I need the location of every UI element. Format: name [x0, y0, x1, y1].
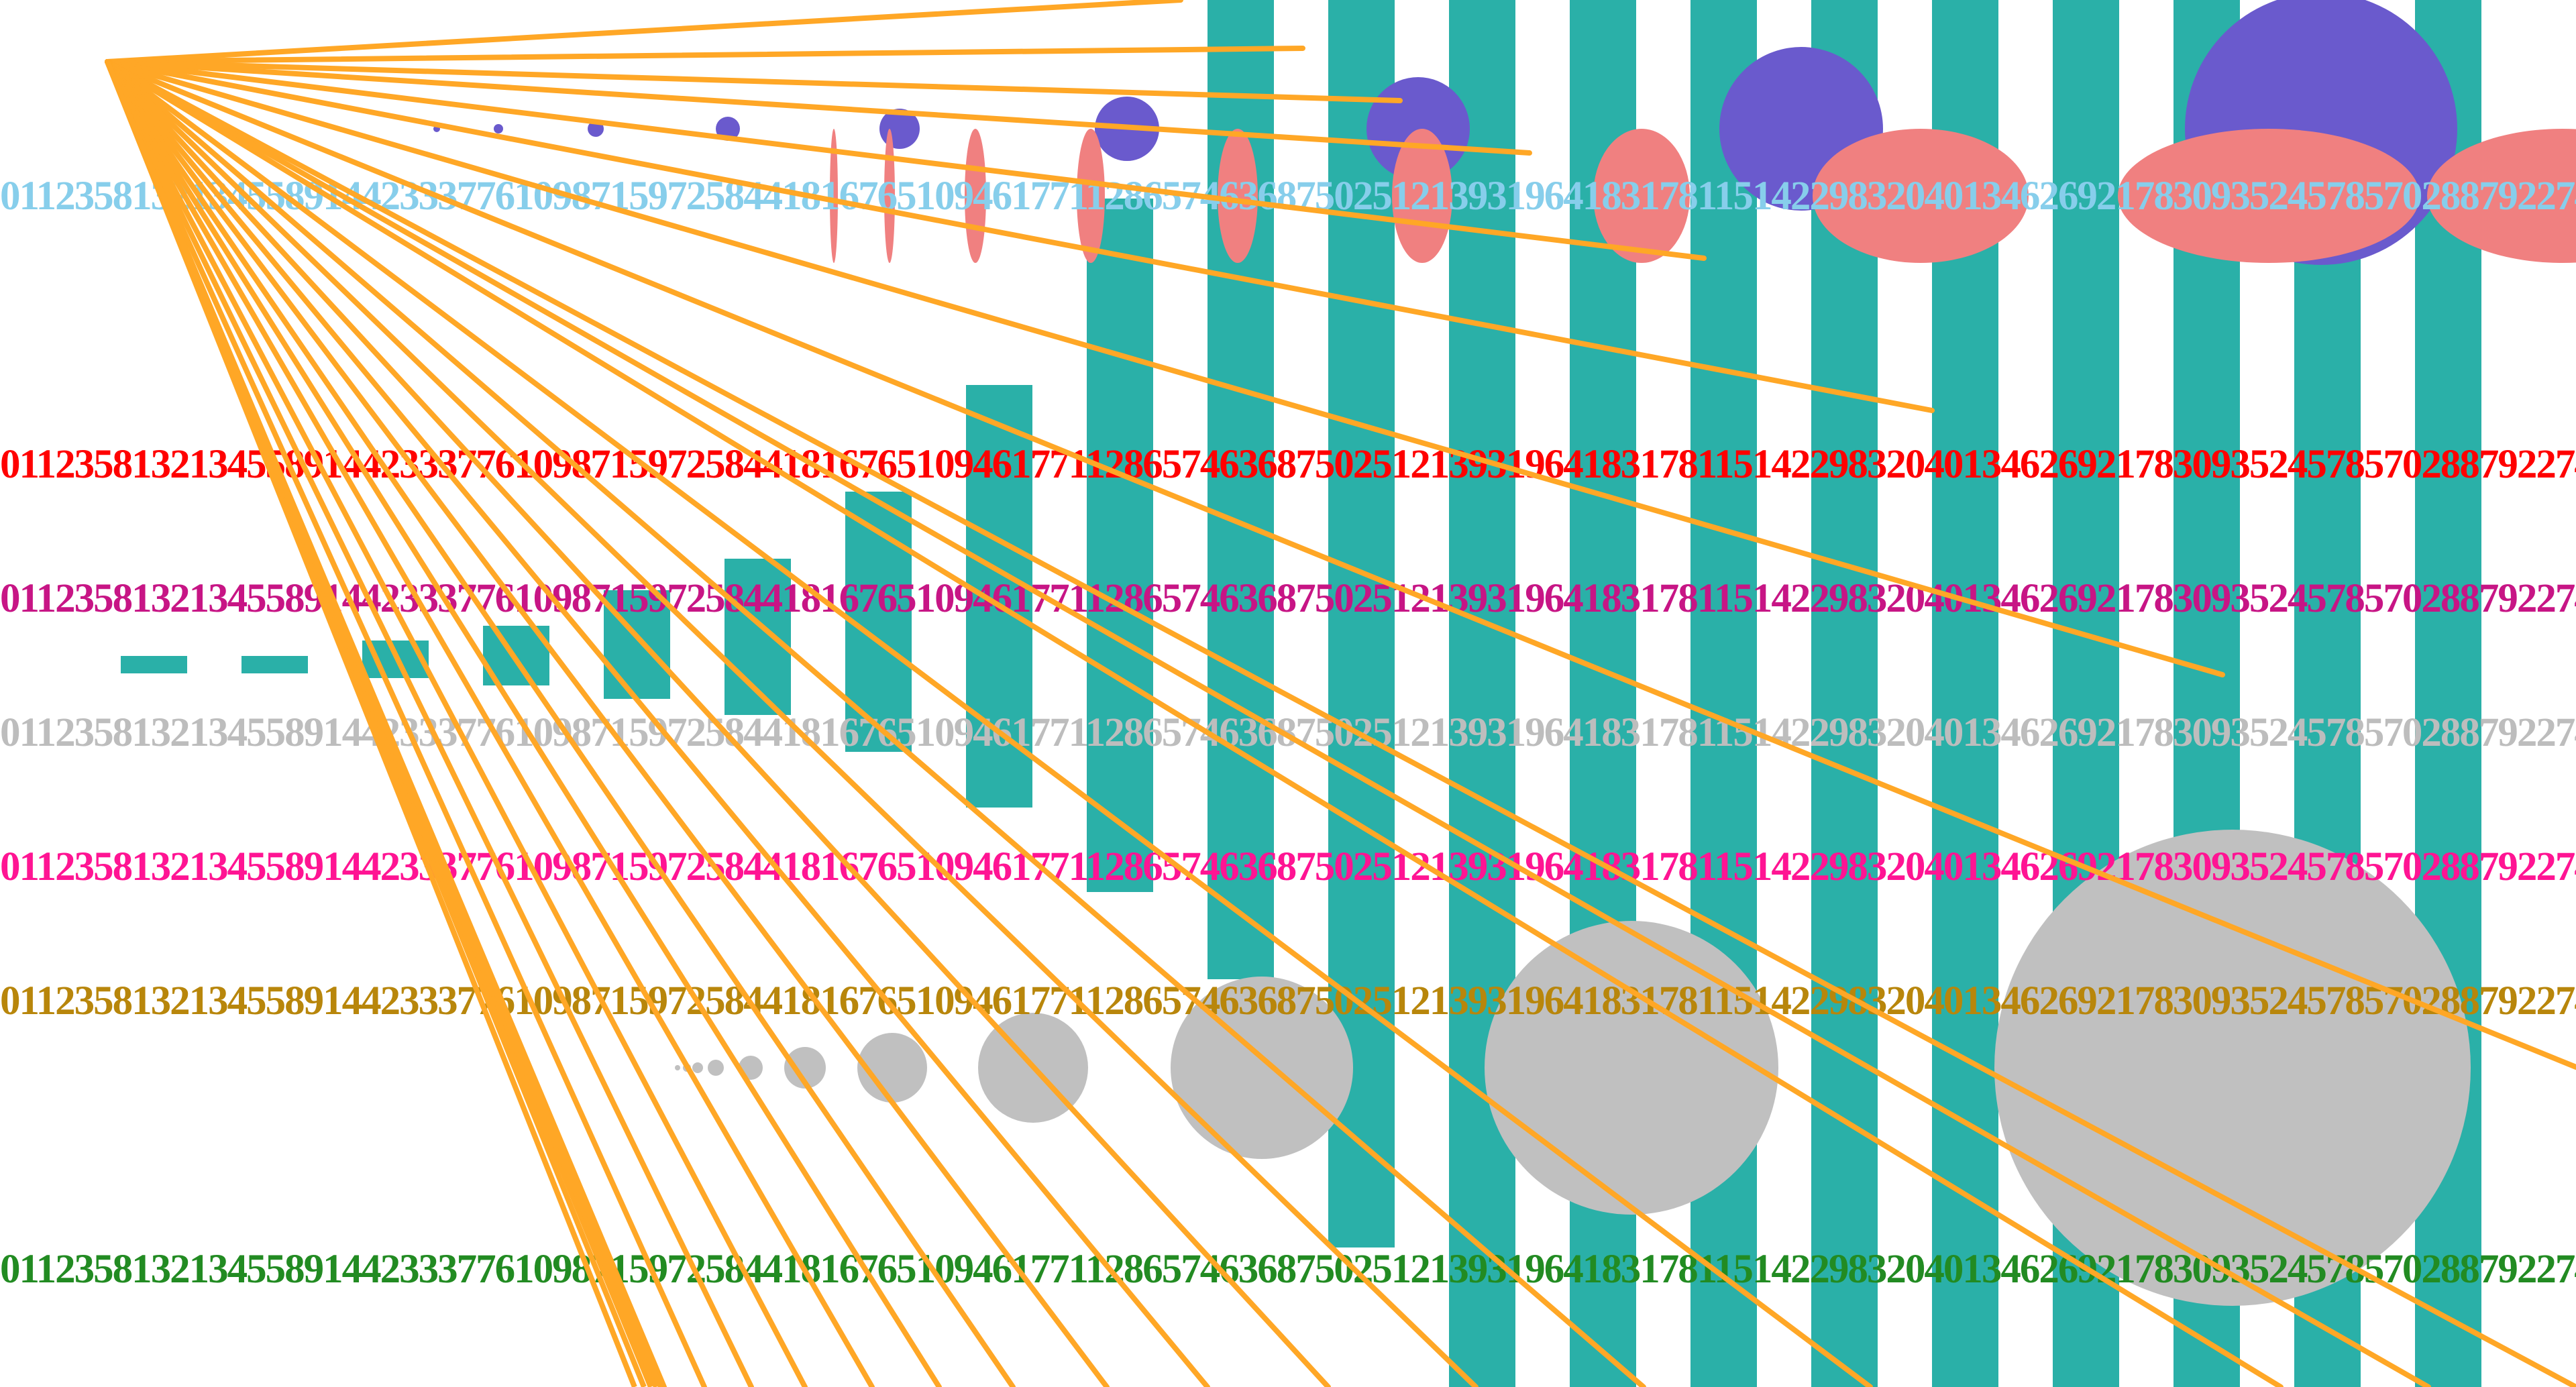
purple-circle — [494, 124, 503, 133]
gray-circle — [857, 1033, 927, 1103]
orange-ray — [105, 59, 808, 1387]
orange-ray — [105, 59, 1110, 1387]
bar — [121, 656, 187, 673]
pink-ellipse — [884, 129, 895, 263]
bar — [604, 590, 670, 699]
pink-ellipse — [1218, 129, 1258, 263]
orange-ray — [105, 46, 1305, 64]
orange-ray — [105, 59, 2576, 1070]
digit-row-7: 0112358132134558914423337761098715972584… — [0, 1247, 2576, 1292]
orange-rays — [105, 0, 2576, 1387]
orange-ray — [105, 59, 754, 1387]
orange-ray — [105, 59, 2431, 1387]
digit-row-4: 0112358132134558914423337761098715972584… — [0, 710, 2576, 755]
bar — [966, 385, 1032, 808]
orange-ray — [105, 60, 663, 1387]
pink-ellipse — [1813, 129, 2029, 263]
gray-circle — [784, 1047, 826, 1089]
gray-circle — [692, 1062, 703, 1073]
digit-row-2: 0112358132134558914423337761098715972584… — [0, 442, 2576, 487]
orange-ray — [105, 59, 942, 1387]
pink-ellipse — [1392, 129, 1452, 263]
orange-ray — [105, 59, 1403, 103]
bar — [241, 656, 308, 673]
teal-growing-bars — [121, 199, 1153, 892]
digit-row-5: 0112358132134558914423337761098715972584… — [0, 844, 2576, 889]
pink-ellipses — [830, 129, 2576, 263]
orange-ray — [105, 59, 1479, 1387]
orange-ray — [105, 59, 1210, 1387]
orange-ray — [105, 59, 1331, 1387]
pink-ellipse — [830, 129, 838, 263]
gray-circle — [675, 1065, 680, 1070]
gray-circle — [1994, 830, 2471, 1306]
digit-rows: 0112358132134558914423337761098715972584… — [0, 174, 2576, 1292]
pink-ellipse — [1077, 129, 1105, 263]
orange-ray — [105, 59, 1532, 156]
orange-ray — [105, 0, 1183, 64]
orange-ray — [105, 59, 707, 1387]
orange-ray — [105, 59, 1016, 1387]
pink-ellipse — [2118, 129, 2420, 263]
digit-row-1: 0112358132134558914423337761098715972584… — [0, 174, 2576, 219]
orange-ray — [105, 59, 2225, 677]
orange-ray — [105, 59, 1707, 261]
bar — [1087, 199, 1153, 892]
gray-circle — [1171, 977, 1353, 1159]
gray-circle — [1485, 921, 1778, 1215]
pink-ellipse — [1593, 129, 1690, 263]
orange-ray — [105, 59, 875, 1387]
orange-ray — [105, 59, 2576, 1387]
orange-ray — [105, 59, 1873, 1387]
pink-ellipse — [2427, 129, 2576, 263]
orange-ray — [105, 59, 1646, 1387]
digit-row-6: 0112358132134558914423337761098715972584… — [0, 979, 2576, 1023]
digit-row-3: 0112358132134558914423337761098715972584… — [0, 576, 2576, 621]
orange-ray — [105, 59, 2284, 1387]
orange-ray — [105, 59, 1935, 413]
gray-circle — [708, 1060, 724, 1076]
